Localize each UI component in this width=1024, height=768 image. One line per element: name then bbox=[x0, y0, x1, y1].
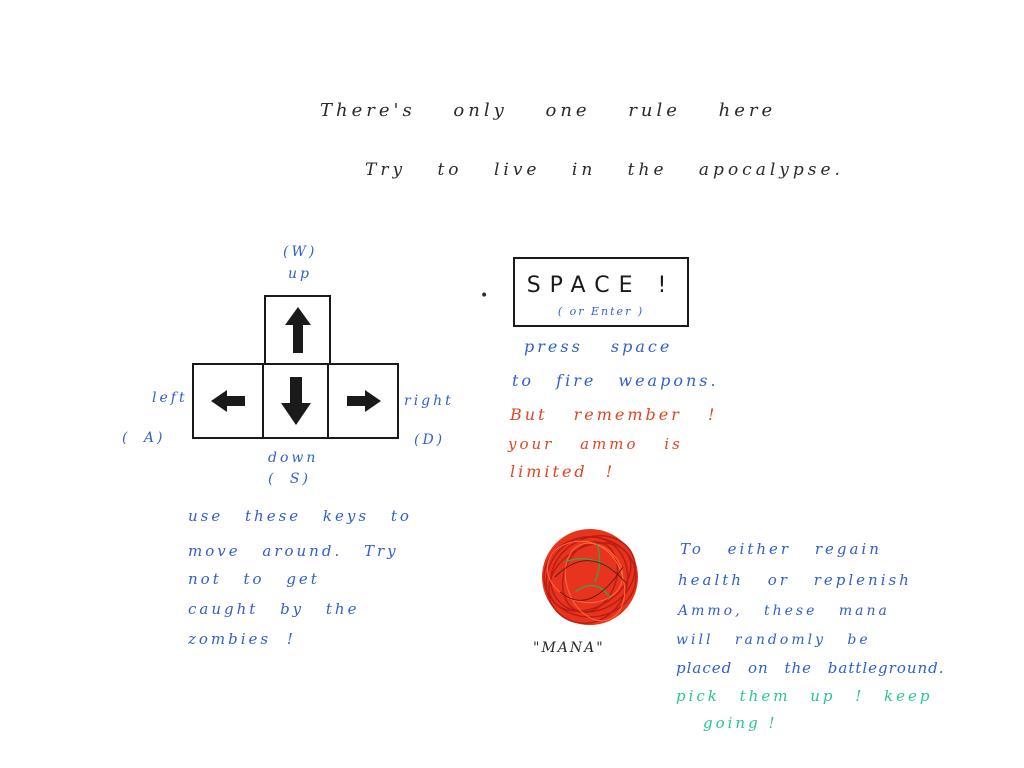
movement-desc-line: not to get bbox=[188, 570, 320, 588]
arrow-right-icon bbox=[347, 390, 381, 412]
mana-encourage-line: going ! bbox=[703, 714, 778, 732]
ammo-warning-line: But remember ! bbox=[510, 405, 718, 424]
ammo-warning-line: limited ! bbox=[510, 462, 616, 481]
intro-line-1: There's only one rule here bbox=[320, 100, 777, 121]
left-key[interactable] bbox=[192, 363, 266, 439]
movement-desc-line: move around. Try bbox=[188, 542, 399, 560]
mana-orb-icon bbox=[542, 529, 638, 625]
fire-desc-line-1: press space bbox=[524, 337, 673, 356]
mana-desc-line: placed on the battleground. bbox=[676, 659, 945, 677]
right-key[interactable] bbox=[327, 363, 399, 439]
movement-desc-line: use these keys to bbox=[188, 507, 412, 525]
up-key-hint: (W) bbox=[283, 244, 318, 260]
arrow-up-icon bbox=[284, 307, 311, 353]
pointer-tick: • bbox=[480, 288, 489, 304]
mana-desc-line: To either regain bbox=[680, 540, 882, 558]
mana-desc-line: will randomly be bbox=[676, 632, 871, 648]
left-label: left bbox=[152, 390, 188, 406]
right-key-hint: (D) bbox=[414, 432, 446, 448]
space-key-label: SPACE ! bbox=[526, 273, 676, 298]
space-key-sublabel: ( or Enter ) bbox=[557, 305, 645, 318]
mana-desc-line: Ammo, these mana bbox=[678, 603, 890, 619]
arrow-down-icon bbox=[280, 377, 311, 425]
ammo-warning-line: your ammo is bbox=[508, 435, 683, 453]
fire-desc-line-2: to fire weapons. bbox=[512, 371, 719, 390]
mana-label: "MANA" bbox=[533, 640, 605, 656]
arrow-left-icon bbox=[211, 390, 245, 412]
space-key[interactable]: SPACE ! ( or Enter ) bbox=[513, 257, 689, 327]
mana-desc-line: health or replenish bbox=[678, 571, 912, 589]
up-key[interactable] bbox=[264, 295, 331, 365]
down-key[interactable] bbox=[262, 363, 329, 439]
down-label: down bbox=[268, 450, 319, 466]
mana-encourage-line: pick them up ! keep bbox=[676, 687, 933, 705]
intro-line-2: Try to live in the apocalypse. bbox=[365, 160, 844, 180]
right-label: right bbox=[404, 393, 454, 409]
movement-desc-line: zombies ! bbox=[188, 630, 296, 648]
left-key-hint: ( A) bbox=[122, 430, 166, 446]
up-label: up bbox=[288, 266, 312, 282]
down-key-hint: ( S) bbox=[268, 471, 311, 487]
movement-desc-line: caught by the bbox=[188, 600, 360, 618]
